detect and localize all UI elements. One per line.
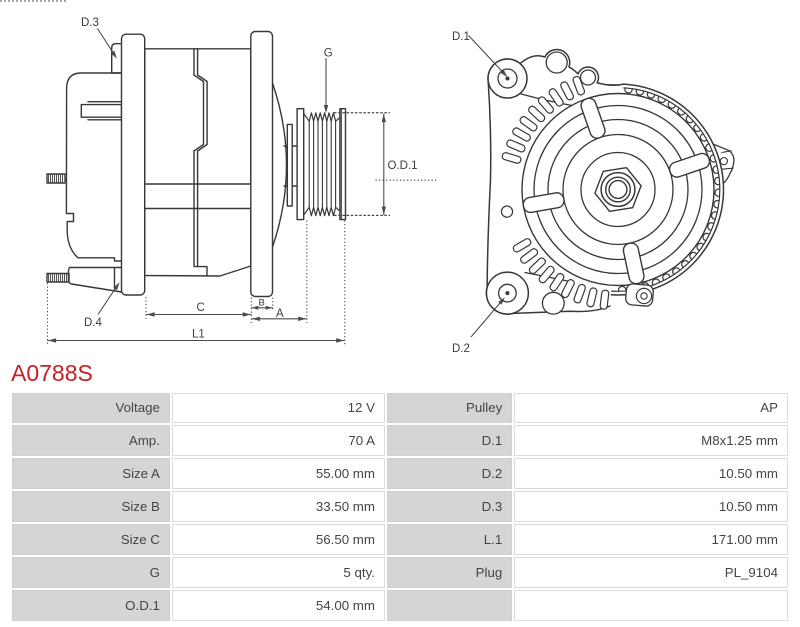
svg-text:G: G [324, 48, 333, 60]
svg-text:C: C [197, 302, 205, 314]
svg-text:D.4: D.4 [84, 317, 103, 329]
svg-text:L1: L1 [192, 329, 205, 341]
svg-text:D.2: D.2 [452, 343, 470, 355]
svg-text:A: A [276, 308, 284, 320]
svg-text:O.D.1: O.D.1 [388, 160, 418, 172]
svg-text:D.3: D.3 [81, 17, 99, 29]
svg-text:B: B [259, 298, 265, 309]
svg-text:D.1: D.1 [452, 31, 470, 43]
